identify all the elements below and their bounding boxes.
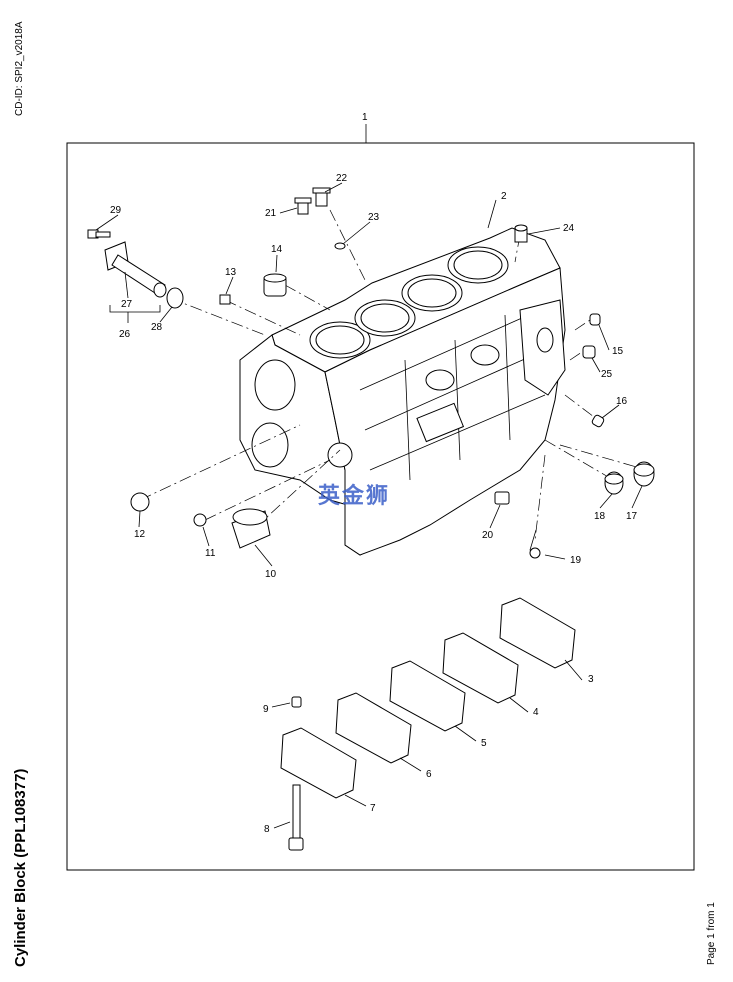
callout-14: 14 [271, 244, 283, 255]
callout-3: 3 [588, 674, 594, 685]
callout-24: 24 [563, 223, 575, 234]
callout-10: 10 [265, 569, 277, 580]
part-8-bolt [288, 784, 304, 851]
callout-22: 22 [336, 173, 348, 184]
callout-2: 2 [501, 191, 507, 202]
part-16-dowel [591, 414, 605, 428]
cylinder-block-drawing [239, 227, 566, 556]
diagram-frame [66, 142, 695, 871]
callout-21: 21 [265, 208, 277, 219]
callout-1: 1 [362, 112, 368, 123]
callout-27: 27 [121, 299, 133, 310]
part-27-pipe [104, 241, 167, 298]
callout-17: 17 [626, 511, 638, 522]
callout-5: 5 [481, 738, 487, 749]
part-24-dowel [514, 224, 528, 243]
part-25-dowel [582, 345, 596, 359]
callout-25: 25 [601, 369, 613, 380]
part-19-jet [529, 529, 541, 559]
part-21-plug [294, 197, 312, 215]
part-10-bush [231, 508, 271, 549]
part-29-bolt [87, 229, 111, 239]
callout-7: 7 [370, 803, 376, 814]
part-14-bush [263, 273, 287, 297]
part-22-plug [312, 187, 331, 207]
callout-13: 13 [225, 267, 237, 278]
callout-15: 15 [612, 346, 624, 357]
callout-11: 11 [205, 548, 216, 559]
callout-12: 12 [134, 529, 146, 540]
callout-28: 28 [151, 322, 163, 333]
part-13-plug [219, 294, 231, 305]
part-23-ring [334, 242, 346, 250]
callout-19: 19 [570, 555, 582, 566]
part-28-seal [166, 287, 184, 309]
part-15-dowel [589, 313, 601, 326]
part-11-plug [193, 513, 207, 527]
callout-29: 29 [110, 205, 122, 216]
part-17-plug [633, 461, 655, 487]
watermark-text: 英金狮 [318, 483, 391, 508]
callout-8: 8 [264, 824, 270, 835]
callout-20: 20 [482, 530, 494, 541]
part-12-plug [130, 492, 150, 512]
part-9-dowel [291, 696, 302, 708]
callout-9: 9 [263, 704, 269, 715]
callout-23: 23 [368, 212, 380, 223]
part-20-plug [494, 491, 510, 505]
callout-4: 4 [533, 707, 539, 718]
bearing-caps [280, 597, 576, 799]
callout-6: 6 [426, 769, 432, 780]
callout-labels: 1 2 3 4 5 6 7 8 9 10 11 12 13 14 15 16 1… [110, 112, 638, 835]
callout-16: 16 [616, 396, 628, 407]
callout-26: 26 [119, 329, 131, 340]
part-18-plug [604, 471, 624, 495]
callout-18: 18 [594, 511, 606, 522]
